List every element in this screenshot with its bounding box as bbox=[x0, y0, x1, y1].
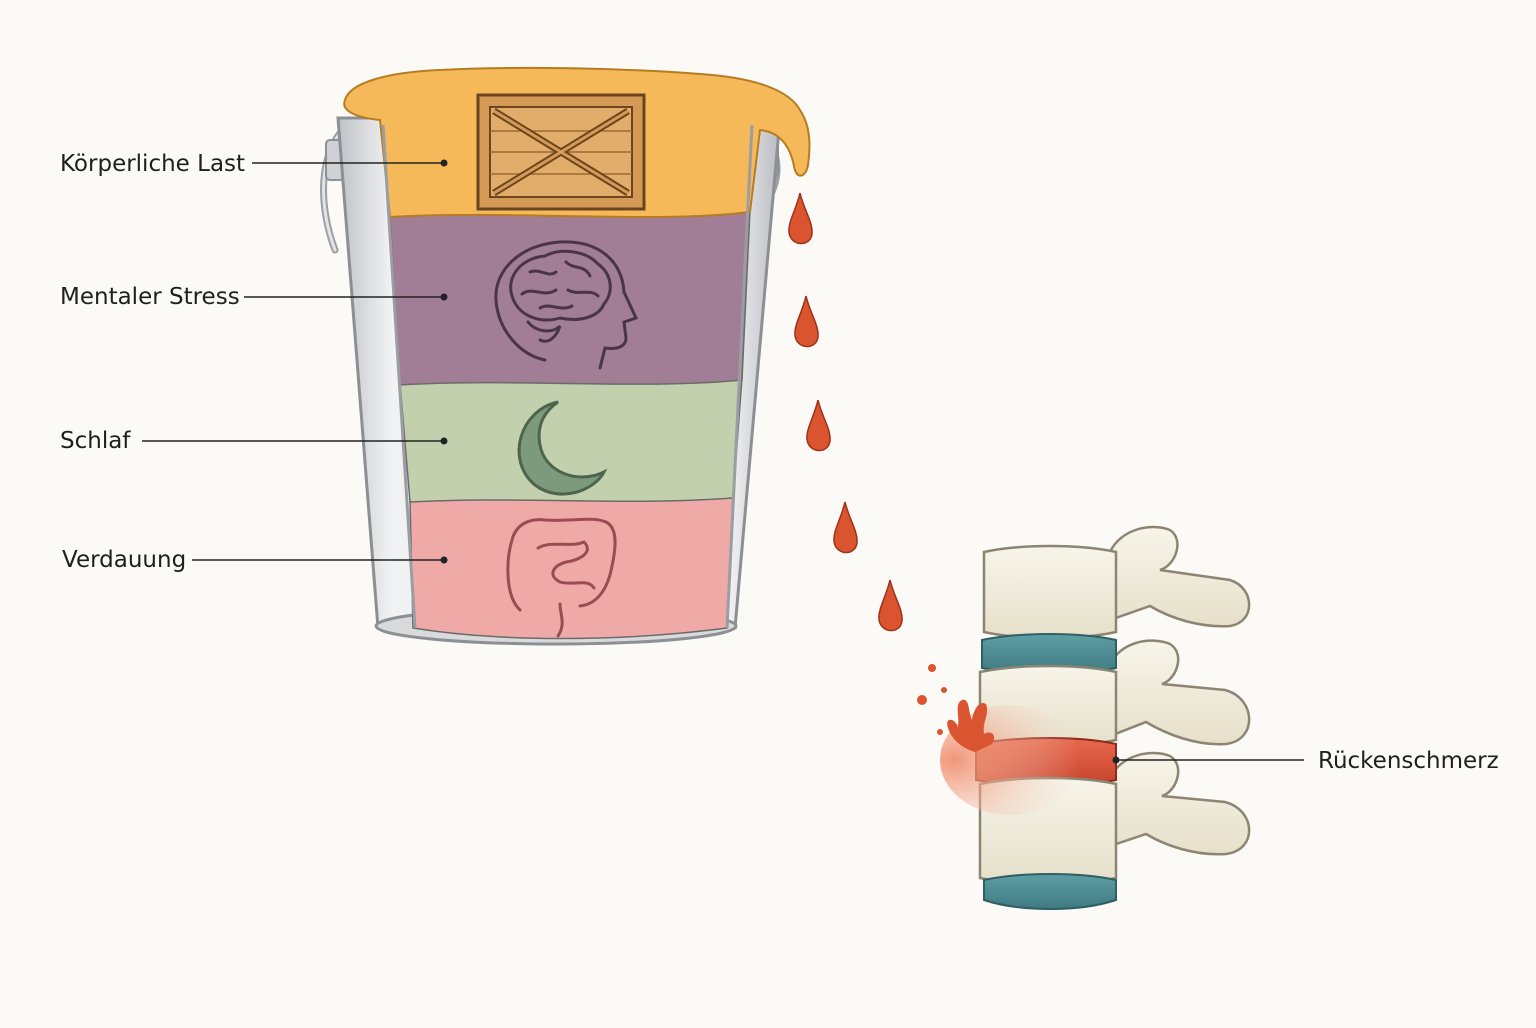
overflow-drops bbox=[788, 192, 903, 632]
sleep-label: Schlaf bbox=[60, 428, 131, 454]
leader-lines bbox=[142, 162, 1304, 761]
drop bbox=[788, 192, 813, 245]
drop bbox=[833, 501, 858, 554]
intestine-icon bbox=[506, 517, 617, 638]
physical-load-label: Körperliche Last bbox=[60, 151, 246, 177]
crescent-moon-icon bbox=[517, 400, 608, 496]
brain-head-icon bbox=[494, 240, 639, 370]
spine-vertebra-icon bbox=[917, 525, 1251, 910]
back-pain-label: Rückenschmerz bbox=[1318, 748, 1499, 774]
drop bbox=[878, 579, 903, 632]
digestion-layer bbox=[409, 495, 734, 640]
wooden-crate-icon bbox=[476, 93, 646, 211]
pain-splash bbox=[917, 664, 995, 752]
drop bbox=[794, 295, 819, 348]
drop bbox=[806, 399, 831, 452]
mental-stress-label: Mentaler Stress bbox=[60, 284, 240, 310]
digestion-label: Verdauung bbox=[62, 547, 187, 573]
stress-bucket bbox=[320, 66, 811, 646]
healthy-disc bbox=[983, 873, 1117, 910]
